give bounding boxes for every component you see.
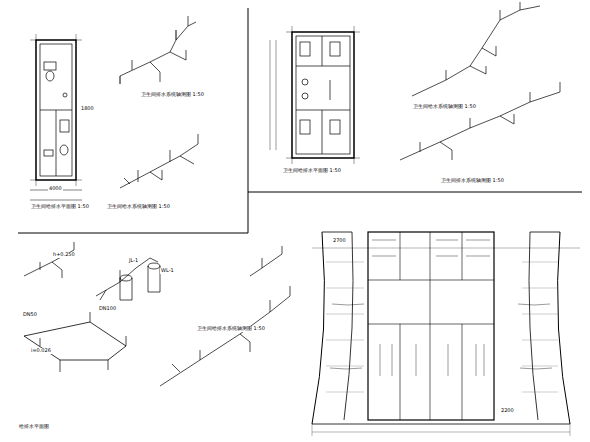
grid-line xyxy=(326,288,558,289)
drawing-title: 卫生间给排水系统轴测图 1:50 xyxy=(196,326,266,332)
pipe-size: DN100 xyxy=(98,306,117,312)
grid-line xyxy=(326,392,558,393)
grid-line xyxy=(326,340,558,341)
riser-tag: JL-1 xyxy=(128,258,139,264)
grid-line xyxy=(326,262,558,263)
drawing-title: 卫生间给水系统轴测图 1:50 xyxy=(106,204,171,210)
dimension: 2200 xyxy=(500,408,515,414)
grid-line xyxy=(326,366,558,367)
toilet-plan-small xyxy=(30,34,82,200)
drawing-title: 给排水平面图 xyxy=(18,424,50,430)
drawing-title: 卫生间给排水平面图 1:50 xyxy=(282,168,342,174)
drawing-title: 卫生间给水系统轴测图 1:50 xyxy=(412,104,477,110)
grid-line xyxy=(326,314,558,315)
elevation-note: h+0.250 xyxy=(52,252,76,258)
dimension: 2700 xyxy=(332,238,347,244)
building-floor-plan xyxy=(312,232,580,436)
pipe-size: DN50 xyxy=(22,312,38,318)
drawing-title: 卫生间排水系统轴测图 1:50 xyxy=(140,92,205,98)
drawing-title: 卫生间给排水平面图 1:50 xyxy=(30,204,90,210)
slope-note: i=0.026 xyxy=(30,348,52,354)
drawing-title: 卫生间排水系统轴测图 1:50 xyxy=(440,178,505,184)
dimension: 1800 xyxy=(80,106,95,112)
dimension: 4000 xyxy=(48,186,63,192)
riser-tag: WL-1 xyxy=(160,268,175,274)
toilet-plan-large xyxy=(270,26,360,164)
